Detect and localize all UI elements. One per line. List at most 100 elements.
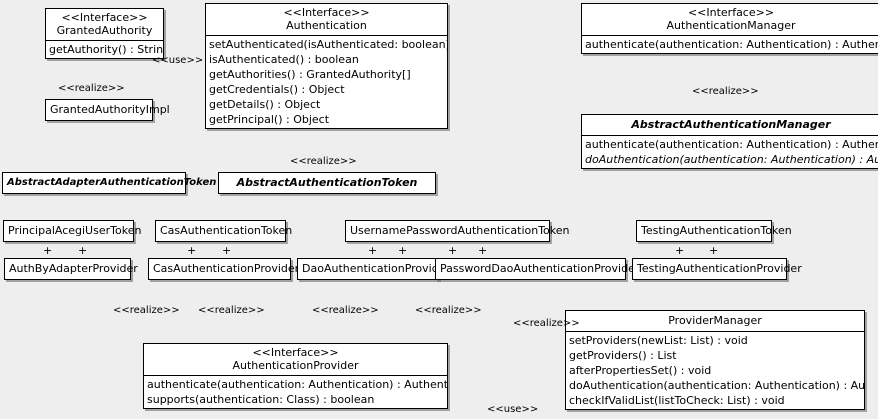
association-marker: +: [398, 244, 408, 257]
relationship-label-realize-abstract-authentication-manager: <<realize>>: [692, 86, 759, 97]
class-name-label: CasAuthenticationToken: [160, 224, 293, 237]
association-marker: +: [448, 244, 458, 257]
operations-compartment: authenticate(authentication: Authenticat…: [582, 36, 878, 53]
class-box-dao-authentication-provider[interactable]: DaoAuthenticationProvider: [297, 258, 450, 280]
operation-row: setProviders(newList: List) : void: [569, 334, 748, 347]
class-name-label: AbstractAuthenticationManager: [631, 118, 831, 131]
class-header-dao-authentication-provider: DaoAuthenticationProvider: [298, 259, 450, 279]
class-box-abstract-authentication-manager[interactable]: AbstractAuthenticationManager authentica…: [581, 114, 878, 169]
operation-row: doAuthentication(authentication: Authent…: [585, 153, 878, 166]
class-box-testing-authentication-provider[interactable]: TestingAuthenticationProvider: [632, 258, 802, 280]
class-box-granted-authority-impl[interactable]: GrantedAuthorityImpl: [45, 99, 170, 121]
divider: [582, 35, 878, 36]
class-header-testing-authentication-token: TestingAuthenticationToken: [637, 221, 792, 241]
relationship-label-realize-dao-provider: <<realize>>: [312, 305, 379, 316]
class-box-cas-authentication-token[interactable]: CasAuthenticationToken: [155, 220, 293, 242]
operations-compartment: authenticate(authentication: Authenticat…: [582, 136, 878, 168]
class-box-provider-manager[interactable]: ProviderManager setProviders(newList: Li…: [565, 310, 865, 410]
class-box-username-password-authentication-token[interactable]: UsernamePasswordAuthenticationToken: [345, 220, 570, 242]
class-header-testing-authentication-provider: TestingAuthenticationProvider: [633, 259, 802, 279]
class-box-authentication[interactable]: <<Interface>> Authentication setAuthenti…: [205, 3, 448, 129]
class-header-abstract-authentication-manager: AbstractAuthenticationManager: [582, 115, 878, 135]
association-marker: +: [222, 244, 232, 257]
operation-row: setAuthenticated(isAuthenticated: boolea…: [209, 38, 447, 51]
stereotype-label: <<Interface>>: [687, 6, 775, 19]
class-header-provider-manager: ProviderManager: [566, 311, 864, 331]
class-header-authentication-manager: <<Interface>> AuthenticationManager: [582, 4, 878, 35]
relationship-label-realize-granted-authority-impl: <<realize>>: [58, 83, 125, 94]
association-marker: +: [709, 244, 719, 257]
class-header-abstract-authentication-token: AbstractAuthenticationToken: [219, 173, 435, 193]
operation-row: authenticate(authentication: Authenticat…: [147, 378, 447, 391]
operation-row: isAuthenticated() : boolean: [209, 53, 359, 66]
class-header-cas-authentication-provider: CasAuthenticationProvider: [149, 259, 300, 279]
association-marker: +: [187, 244, 197, 257]
relationship-label-realize-cas-provider: <<realize>>: [198, 305, 265, 316]
class-box-cas-authentication-provider[interactable]: CasAuthenticationProvider: [148, 258, 300, 280]
class-header-principal-acegi-user-token: PrincipalAcegiUserToken: [4, 221, 142, 241]
association-marker: +: [675, 244, 685, 257]
class-name-label: TestingAuthenticationToken: [641, 224, 792, 237]
operation-row: getProviders() : List: [569, 349, 677, 362]
operation-row: getPrincipal() : Object: [209, 113, 330, 126]
class-header-authentication: <<Interface>> Authentication: [206, 4, 447, 35]
relationship-label-use-granted-authority: <<use>>: [152, 55, 204, 66]
class-box-abstract-adapter-authentication-token[interactable]: AbstractAdapterAuthenticationToken: [2, 172, 217, 194]
class-name-label: AuthenticationManager: [666, 19, 796, 32]
operation-row: doAuthentication(authentication: Authent…: [569, 379, 864, 392]
divider: [46, 40, 163, 41]
class-box-principal-acegi-user-token[interactable]: PrincipalAcegiUserToken: [3, 220, 142, 242]
class-name-label: UsernamePasswordAuthenticationToken: [350, 224, 570, 237]
class-box-granted-authority[interactable]: <<Interface>> GrantedAuthority getAuthor…: [45, 8, 164, 59]
operation-row: getAuthorities() : GrantedAuthority[]: [209, 68, 411, 81]
class-name-label: PrincipalAcegiUserToken: [8, 224, 142, 237]
operation-row: supports(authentication: Class) : boolea…: [147, 393, 375, 406]
class-header-authentication-provider: <<Interface>> AuthenticationProvider: [144, 344, 447, 375]
class-box-testing-authentication-token[interactable]: TestingAuthenticationToken: [636, 220, 792, 242]
relationship-label-realize-password-dao-provider: <<realize>>: [415, 305, 482, 316]
class-name-label: PasswordDaoAuthenticationProvider: [440, 262, 640, 275]
association-marker: +: [478, 244, 488, 257]
class-header-password-dao-authentication-provider: PasswordDaoAuthenticationProvider: [436, 259, 640, 279]
stereotype-label: <<Interface>>: [61, 11, 148, 24]
operation-row: authenticate(authentication: Authenticat…: [585, 138, 878, 151]
class-box-password-dao-authentication-provider[interactable]: PasswordDaoAuthenticationProvider: [435, 258, 640, 280]
class-name-label: GrantedAuthority: [56, 24, 153, 37]
class-name-label: AbstractAdapterAuthenticationToken: [7, 177, 217, 188]
operations-compartment: setAuthenticated(isAuthenticated: boolea…: [206, 36, 447, 128]
class-name-label: Authentication: [286, 19, 367, 32]
relationship-label-realize-auth-by-adapter: <<realize>>: [113, 305, 180, 316]
relationship-label-realize-provider-manager: <<realize>>: [513, 318, 580, 329]
operations-compartment: setProviders(newList: List) : void getPr…: [566, 332, 864, 409]
class-name-label: AbstractAuthenticationToken: [236, 176, 418, 189]
class-box-abstract-authentication-token[interactable]: AbstractAuthenticationToken: [218, 172, 436, 194]
class-box-auth-by-adapter-provider[interactable]: AuthByAdapterProvider: [4, 258, 138, 280]
class-name-label: ProviderManager: [668, 314, 762, 327]
class-box-authentication-manager[interactable]: <<Interface>> AuthenticationManager auth…: [581, 3, 878, 54]
class-header-abstract-adapter-authentication-token: AbstractAdapterAuthenticationToken: [3, 173, 217, 193]
class-header-username-password-authentication-token: UsernamePasswordAuthenticationToken: [346, 221, 570, 241]
class-header-granted-authority: <<Interface>> GrantedAuthority: [46, 9, 163, 40]
operation-row: getDetails() : Object: [209, 98, 321, 111]
class-name-label: AuthByAdapterProvider: [9, 262, 138, 275]
relationship-label-realize-abstract-authentication-token: <<realize>>: [290, 156, 357, 167]
divider: [582, 135, 878, 136]
class-name-label: CasAuthenticationProvider: [153, 262, 300, 275]
class-header-auth-by-adapter-provider: AuthByAdapterProvider: [5, 259, 138, 279]
divider: [206, 35, 447, 36]
operation-row: checkIfValidList(listToCheck: List) : vo…: [569, 394, 785, 407]
class-box-authentication-provider[interactable]: <<Interface>> AuthenticationProvider aut…: [143, 343, 448, 409]
class-name-label: AuthenticationProvider: [232, 359, 359, 372]
operation-row: getAuthority() : String: [49, 43, 163, 56]
operation-row: getCredentials() : Object: [209, 83, 345, 96]
divider: [566, 331, 864, 332]
class-name-label: TestingAuthenticationProvider: [637, 262, 802, 275]
association-marker: +: [78, 244, 88, 257]
class-name-label: GrantedAuthorityImpl: [50, 103, 170, 116]
association-marker: +: [43, 244, 53, 257]
operations-compartment: authenticate(authentication: Authenticat…: [144, 376, 447, 408]
operations-compartment: getAuthority() : String: [46, 41, 163, 58]
relationship-label-use-provider-manager: <<use>>: [487, 404, 539, 415]
stereotype-label: <<Interface>>: [283, 6, 370, 19]
